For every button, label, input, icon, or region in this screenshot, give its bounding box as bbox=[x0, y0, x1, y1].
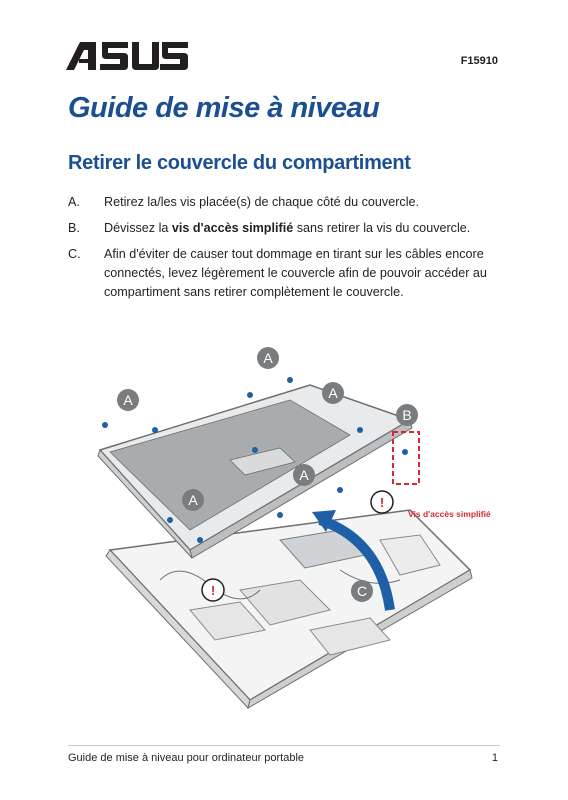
callout-b: B bbox=[396, 404, 418, 426]
lift-arrow-head bbox=[312, 510, 336, 532]
footer-divider bbox=[68, 745, 500, 746]
step-a: A. Retirez la/les vis placée(s) de chaqu… bbox=[68, 193, 508, 212]
warning-mark: ! bbox=[380, 495, 384, 510]
step-text-part: Dévissez la bbox=[104, 221, 172, 235]
step-text-bold: vis d'accès simplifié bbox=[171, 221, 294, 235]
page-title: Guide de mise à niveau bbox=[68, 92, 380, 124]
callout-c: C bbox=[351, 580, 373, 602]
callout-letter: A bbox=[263, 350, 273, 366]
section-title: Retirer le couvercle du compartiment bbox=[68, 152, 411, 174]
callout-letter: A bbox=[328, 385, 338, 401]
steps-list: A. Retirez la/les vis placée(s) de chaqu… bbox=[68, 193, 508, 309]
screws bbox=[102, 377, 408, 543]
callout-letter: B bbox=[402, 407, 411, 423]
callout-letter: C bbox=[357, 583, 367, 599]
step-c: C. Afin d'éviter de causer tout dommage … bbox=[68, 245, 508, 302]
callout-a: A bbox=[293, 464, 315, 486]
warning-mark: ! bbox=[211, 583, 215, 598]
page-number: 1 bbox=[491, 752, 498, 764]
callout-letter: A bbox=[188, 492, 198, 508]
warning-icon: ! bbox=[201, 578, 225, 602]
step-text: Afin d'éviter de causer tout dommage en … bbox=[104, 247, 487, 299]
laptop-illustration: Vis d'accès simplifié ! ! A A A A A B C bbox=[97, 347, 491, 710]
step-text-part: sans retirer la vis du couvercle. bbox=[293, 221, 471, 235]
asus-logo bbox=[66, 42, 188, 70]
document-code: F15910 bbox=[460, 55, 498, 67]
callout-a: A bbox=[322, 382, 344, 404]
step-b: B. Dévissez la vis d'accès simplifié san… bbox=[68, 219, 508, 238]
step-text: Retirez la/les vis placée(s) de chaque c… bbox=[104, 195, 420, 209]
callout-letter: A bbox=[299, 467, 309, 483]
warning-icon: ! bbox=[370, 490, 394, 514]
lift-arrow bbox=[318, 515, 395, 611]
laptop-base bbox=[105, 509, 473, 710]
step-letter: C. bbox=[68, 247, 81, 261]
callout-letter: A bbox=[123, 392, 133, 408]
callout-a: A bbox=[257, 347, 279, 369]
callout-a: A bbox=[182, 489, 204, 511]
step-letter: B. bbox=[68, 221, 80, 235]
easy-access-box bbox=[392, 431, 420, 485]
bottom-cover bbox=[97, 384, 413, 559]
footer-text: Guide de mise à niveau pour ordinateur p… bbox=[68, 752, 305, 764]
step-text: Dévissez la vis d'accès simplifié sans r… bbox=[104, 219, 508, 238]
easy-access-label: Vis d'accès simplifié bbox=[408, 509, 491, 519]
callout-a: A bbox=[117, 389, 139, 411]
step-letter: A. bbox=[68, 195, 80, 209]
